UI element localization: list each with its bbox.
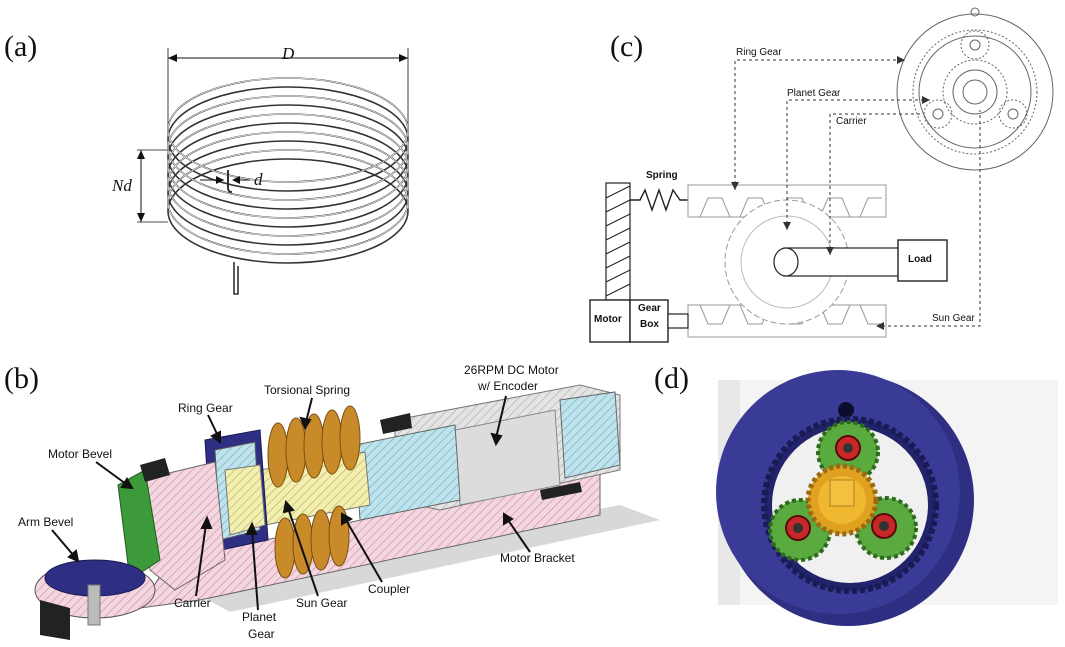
gear-set-top-view bbox=[896, 7, 1054, 171]
b-motor-bracket-label: Motor Bracket bbox=[500, 551, 575, 565]
wire-diameter-label: d bbox=[254, 170, 263, 189]
b-motor-bevel-label: Motor Bevel bbox=[48, 447, 113, 461]
c-gearbox-label-1: Gear bbox=[638, 303, 661, 314]
c-sun-gear-label: Sun Gear bbox=[932, 313, 975, 324]
c-gearbox-label-2: Box bbox=[640, 319, 659, 330]
c-spring-label: Spring bbox=[646, 170, 678, 181]
c-ring-gear-label: Ring Gear bbox=[736, 47, 782, 58]
panel-b-letter: (b) bbox=[4, 362, 39, 395]
b-carrier-label: Carrier bbox=[174, 596, 211, 610]
b-sun-gear-label: Sun Gear bbox=[296, 596, 348, 610]
c-planet-gear-label: Planet Gear bbox=[787, 88, 841, 99]
b-arm-bevel-label: Arm Bevel bbox=[18, 515, 74, 529]
c-motor-label: Motor bbox=[594, 314, 622, 325]
b-planet-gear-label-1: Planet bbox=[242, 610, 277, 624]
panel-c-letter: (c) bbox=[610, 30, 644, 63]
c-carrier-label: Carrier bbox=[836, 116, 867, 127]
b-torsional-spring-label: Torsional Spring bbox=[264, 383, 351, 397]
b-motor-label-2: w/ Encoder bbox=[478, 379, 539, 393]
b-motor-label-1: 26RPM DC Motor bbox=[464, 363, 559, 377]
diameter-label: D bbox=[282, 44, 295, 63]
b-ring-gear-label: Ring Gear bbox=[178, 401, 233, 415]
b-planet-gear-label-2: Gear bbox=[248, 627, 275, 641]
panel-d-letter: (d) bbox=[654, 362, 689, 395]
b-coupler-label: Coupler bbox=[368, 582, 411, 596]
c-load-label: Load bbox=[908, 254, 932, 265]
height-label: Nd bbox=[112, 176, 132, 195]
panel-a-letter: (a) bbox=[4, 30, 38, 63]
